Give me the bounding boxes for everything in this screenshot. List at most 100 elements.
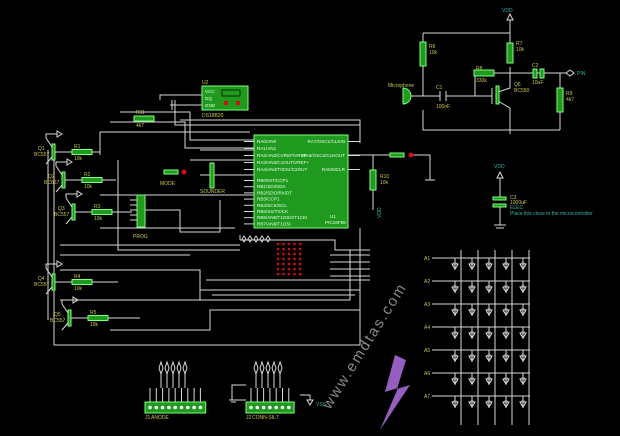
matrix-dot: [293, 242, 296, 246]
r-coll-ref: R7: [516, 41, 523, 47]
matrix-dot: [287, 272, 291, 276]
base-resistor: [91, 209, 113, 215]
led-icon: [520, 262, 526, 268]
reset-r-val: 10k: [380, 180, 389, 186]
matrix-row-label: A2: [424, 279, 430, 285]
led-icon: [452, 400, 458, 406]
connector-label: CONN-SIL7: [252, 415, 279, 421]
led-icon: [486, 331, 492, 337]
mode-button-label: MODE: [160, 181, 176, 187]
sensor-pin-dq: DQ: [205, 96, 212, 101]
matrix-dot: [293, 247, 296, 251]
matrix-dot: [293, 272, 296, 276]
temperature-sensor[interactable]: VCC DQ GND DS18B20 U2: [201, 80, 249, 119]
matrix-dot: [282, 267, 285, 271]
microcontroller[interactable]: RA0/AN0RA1/AN1RA2/AN2/CVREF/VREF-RA3/AN3…: [244, 134, 360, 229]
mcu-pin-label: RA5/MCLR: [322, 167, 346, 172]
transistor-ref: Q4: [38, 276, 45, 282]
sounder-label: SOUNDER: [200, 189, 225, 195]
base-resistor: [71, 279, 93, 285]
reset-button[interactable]: [389, 152, 405, 158]
q-ref: Q6: [514, 82, 521, 88]
lightning-logo: [380, 355, 410, 430]
prog-header: [136, 194, 146, 228]
led-icon: [486, 377, 492, 383]
matrix-dot: [287, 262, 291, 266]
matrix-dot: [276, 262, 280, 266]
led-icon: [520, 400, 526, 406]
amp-out-label: PIN: [577, 71, 586, 77]
sensor-pin-gnd: GND: [205, 103, 216, 108]
led-icon: [469, 400, 475, 406]
microphone-icon: [402, 87, 412, 105]
led-icon: [503, 262, 509, 268]
r-fb-ref: R8: [476, 66, 483, 72]
matrix-dot: [282, 257, 285, 261]
matrix-dot: [282, 247, 285, 251]
resistor-ref: R2: [84, 172, 91, 178]
vdd-label: VDD: [377, 207, 383, 218]
led-icon: [452, 377, 458, 383]
vdd-label: VDD: [494, 164, 505, 170]
mcu-pin-label: RB2/SDO/RX/DT: [257, 190, 292, 195]
led-icon: [520, 354, 526, 360]
c-in-val: 100nF: [436, 104, 450, 110]
mcu-pin-label: RA0/AN0: [257, 139, 277, 144]
led-icon: [503, 354, 509, 360]
matrix-dot: [293, 252, 296, 256]
led-icon: [520, 285, 526, 291]
resistor-val: 10k: [74, 286, 83, 292]
r-bias-ref: R6: [429, 44, 436, 50]
matrix-dot: [276, 247, 280, 251]
transistor-ref: Q3: [58, 206, 65, 212]
mcu-pin-label: RB1/SDI/SDA: [257, 184, 287, 189]
led-icon: [452, 285, 458, 291]
mcu-pin-label: RB3/CCP1: [257, 197, 280, 202]
cap-note: Place this close to the microcontroller: [510, 211, 593, 217]
matrix-row-label: A4: [424, 325, 430, 331]
led-icon: [503, 331, 509, 337]
mcu-part: PIC16F88: [325, 220, 346, 225]
transistor-ref: Q2: [48, 174, 55, 180]
matrix-dot: [276, 257, 280, 261]
matrix-dot: [282, 272, 285, 276]
matrix-dot: [293, 257, 296, 261]
resistor-val: 10k: [90, 322, 99, 328]
mcu-pin-label: RA4/AN4/T0CKI/C2OUT: [257, 167, 307, 172]
mcu-pin-label: RB4/SCK/SCL: [257, 203, 287, 208]
mcu-pin-label: RB5/SS/TX/CK: [257, 209, 289, 214]
mcu-pin-label: RA7/OSC1/CLKIN: [307, 139, 345, 144]
connector-ref: J2: [246, 415, 252, 421]
mcu-pin-label: RA2/AN2/CVREF/VREF-: [257, 153, 309, 158]
mode-button[interactable]: [163, 169, 179, 175]
matrix-row-label: A1: [424, 256, 430, 262]
resistor-val: 10k: [74, 156, 83, 162]
mcu-pin-label: RA1/AN1: [257, 146, 277, 151]
led-icon: [486, 285, 492, 291]
r11-val: 4k7: [136, 123, 144, 129]
led-icon: [503, 377, 509, 383]
r11-ref: R11: [136, 110, 145, 116]
matrix-dot: [287, 257, 291, 261]
matrix-dot: [276, 252, 280, 256]
resistor-ref: R4: [74, 274, 81, 280]
microphone-amplifier: VDD R6 10k R7 10k R8 330k C1 100nF Q6 BC…: [388, 8, 586, 134]
matrix-dot: [293, 262, 296, 266]
led-icon: [503, 308, 509, 314]
c-in-ref: C1: [436, 85, 443, 91]
matrix-dot: [282, 262, 285, 266]
q-part: BC550: [514, 88, 530, 94]
resistor-val: 10k: [84, 184, 93, 190]
cap-val: 1000uF: [510, 200, 527, 206]
matrix-dot: [282, 242, 285, 246]
matrix-dot: [287, 247, 291, 251]
r-fb-val: 330k: [476, 78, 487, 84]
matrix-dot: [287, 242, 291, 246]
r-load-ref: R9: [566, 91, 573, 97]
base-resistor: [71, 149, 93, 155]
red-dot-matrix: [241, 235, 302, 276]
